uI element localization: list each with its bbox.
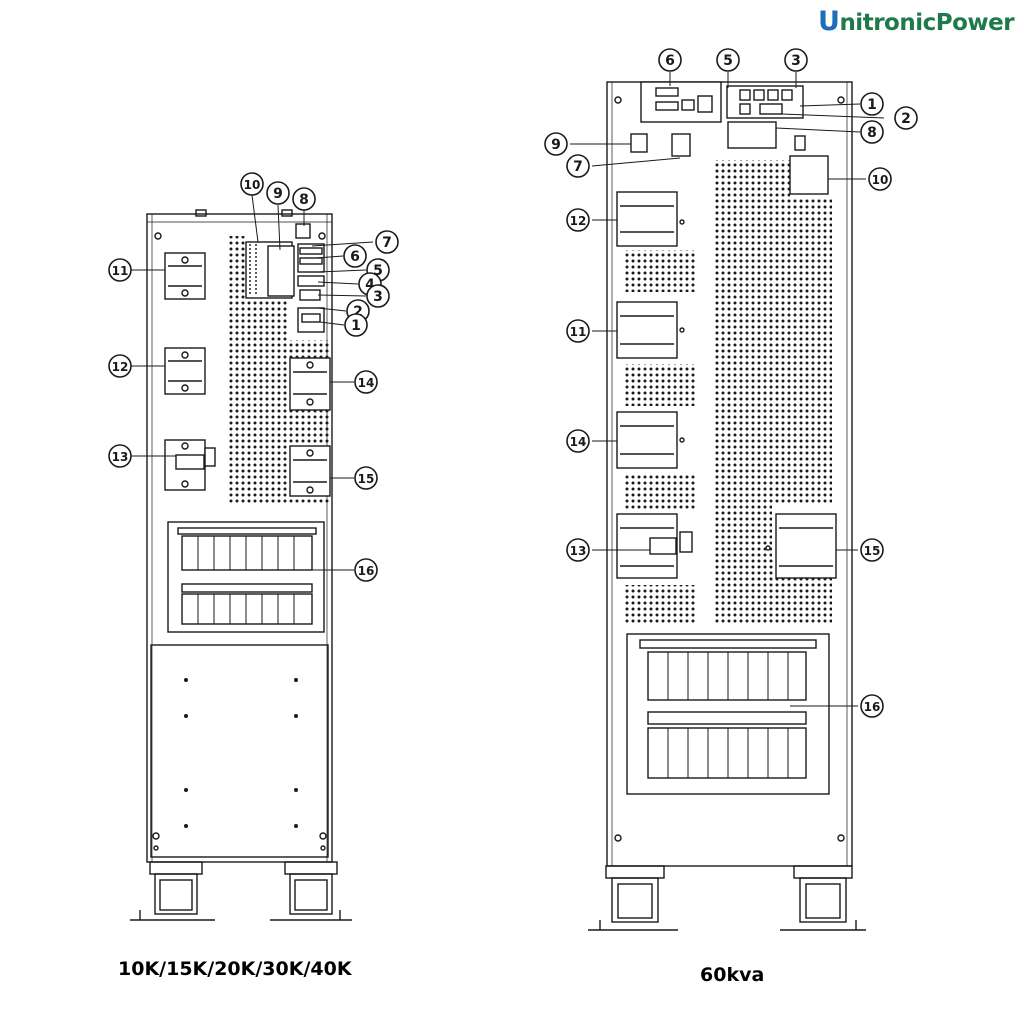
left-callout-8: 8	[292, 187, 316, 211]
right-callout-15: 15	[860, 538, 884, 562]
left-callout-11: 11	[108, 258, 132, 282]
left-caster-1	[130, 861, 215, 921]
right-callout-7: 7	[566, 154, 590, 178]
left-callout-label: 2	[353, 304, 363, 320]
right-breaker-12	[616, 191, 685, 247]
right-callout-label: 8	[867, 125, 877, 141]
right-terminal-cells	[667, 652, 789, 778]
left-callout-label: 10	[244, 178, 261, 192]
left-callout-6: 6	[343, 244, 367, 268]
left-callout-label: 14	[358, 376, 375, 390]
left-callout-16: 16	[354, 558, 378, 582]
right-callout-14: 14	[566, 429, 590, 453]
left-lower-panel	[150, 644, 329, 858]
right-callout-label: 2	[901, 111, 911, 127]
right-ventilation-perforation	[624, 160, 832, 625]
left-callout-label: 8	[299, 192, 309, 208]
left-callout-label: 9	[273, 186, 283, 202]
left-callout-9: 9	[266, 181, 290, 205]
right-leader-lines	[570, 72, 885, 707]
left-callout-label: 1	[351, 318, 361, 334]
right-callout-label: 10	[872, 173, 889, 187]
left-callout-label: 15	[358, 472, 375, 486]
left-callout-13: 13	[108, 444, 132, 468]
right-callout-2: 2	[894, 106, 918, 130]
right-cabinet	[570, 72, 885, 931]
left-callout-12: 12	[108, 354, 132, 378]
right-breaker-15	[765, 513, 837, 579]
left-breaker-11	[164, 252, 206, 300]
right-callout-8: 8	[860, 120, 884, 144]
left-callout-7: 7	[375, 230, 399, 254]
right-callout-label: 9	[551, 137, 561, 153]
left-callout-label: 5	[373, 263, 383, 279]
right-callout-5: 5	[716, 48, 740, 72]
right-callout-label: 7	[573, 159, 583, 175]
left-interface-card	[267, 245, 295, 297]
left-cabinet-body	[146, 213, 333, 863]
right-callout-3: 3	[784, 48, 808, 72]
left-breaker-12	[164, 347, 206, 395]
left-callout-label: 11	[112, 264, 129, 278]
right-breaker-14	[616, 411, 685, 469]
right-callout-10: 10	[868, 167, 892, 191]
left-callout-10: 10	[240, 172, 264, 196]
brand-logo: UnitronicPower	[818, 6, 1015, 37]
left-breaker-14	[289, 357, 331, 411]
left-callout-label: 6	[350, 249, 360, 265]
right-callout-label: 15	[864, 544, 881, 558]
left-ventilation-perforation	[228, 236, 332, 505]
right-breaker-11	[616, 301, 685, 359]
caption-left-models: 10K/15K/20K/30K/40K	[118, 958, 352, 980]
right-breaker-13	[616, 513, 693, 579]
right-callout-11: 11	[566, 319, 590, 343]
left-callout-label: 3	[373, 289, 383, 305]
left-callout-label: 16	[358, 564, 375, 578]
left-callout-14: 14	[354, 370, 378, 394]
right-callout-6: 6	[658, 48, 682, 72]
right-callout-label: 13	[570, 544, 587, 558]
right-callout-12: 12	[566, 208, 590, 232]
right-callout-13: 13	[566, 538, 590, 562]
right-callout-label: 5	[723, 53, 733, 69]
right-callout-9: 9	[544, 132, 568, 156]
right-caster-1	[588, 865, 678, 931]
logo-letter-u: U	[818, 6, 840, 37]
left-callout-3: 3	[366, 284, 390, 308]
left-caster-2	[270, 861, 352, 921]
right-top-ports	[630, 81, 829, 195]
left-breaker-13	[164, 439, 216, 491]
left-terminal-cells	[197, 536, 295, 624]
left-callout-1: 1	[344, 313, 368, 337]
right-cabinet-body	[606, 81, 853, 867]
right-callout-1: 1	[860, 92, 884, 116]
right-callout-label: 11	[570, 325, 587, 339]
right-callout-label: 1	[867, 97, 877, 113]
right-callout-16: 16	[860, 694, 884, 718]
caption-right-model: 60kva	[700, 964, 765, 986]
left-callout-label: 4	[365, 277, 375, 293]
right-callout-label: 14	[570, 435, 587, 449]
left-callout-15: 15	[354, 466, 378, 490]
left-leader-lines	[131, 194, 374, 571]
left-comm-ports	[297, 243, 325, 333]
right-callout-label: 16	[864, 700, 881, 714]
right-callout-label: 6	[665, 53, 675, 69]
left-callout-label: 12	[112, 360, 129, 374]
right-caster-2	[780, 865, 866, 931]
left-breaker-15	[289, 445, 331, 497]
right-callout-label: 3	[791, 53, 801, 69]
logo-text: nitronicPower	[839, 10, 1015, 36]
left-callout-label: 13	[112, 450, 129, 464]
left-cabinet	[130, 194, 374, 921]
left-callout-label: 7	[382, 235, 392, 251]
right-callout-label: 12	[570, 214, 587, 228]
